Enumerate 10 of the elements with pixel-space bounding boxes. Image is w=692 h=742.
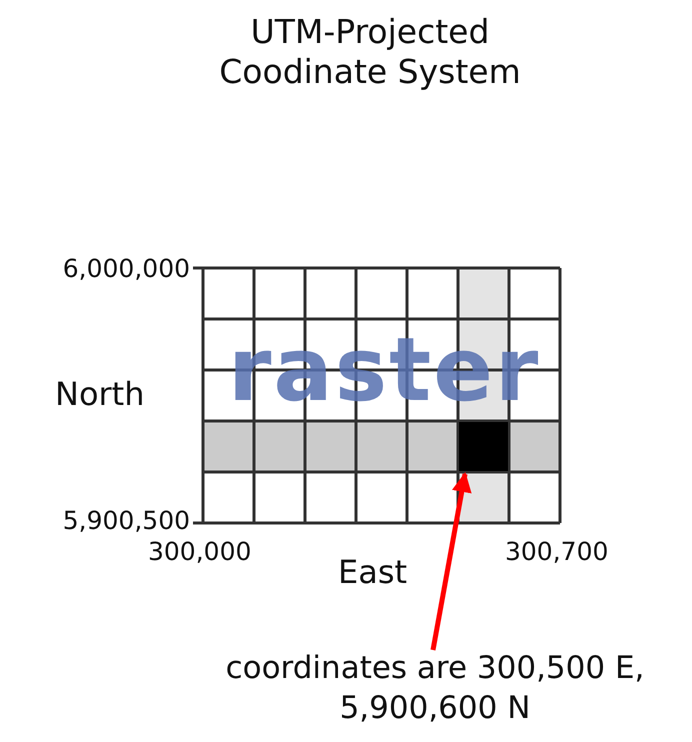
axis-title: East <box>338 553 408 591</box>
axis-value: 5,900,500 <box>62 506 190 535</box>
highlighted-cell <box>459 422 508 471</box>
axis-value: 300,700 <box>505 537 608 566</box>
callout-text: coordinates are 300,500 E, 5,900,600 N <box>190 648 680 728</box>
axis-value: 300,000 <box>148 537 252 566</box>
title: UTM-Projected Coodinate System <box>218 12 522 92</box>
axis-value: 6,000,000 <box>62 254 190 283</box>
leader-arrow <box>430 472 472 650</box>
axis-title: North <box>55 375 144 413</box>
